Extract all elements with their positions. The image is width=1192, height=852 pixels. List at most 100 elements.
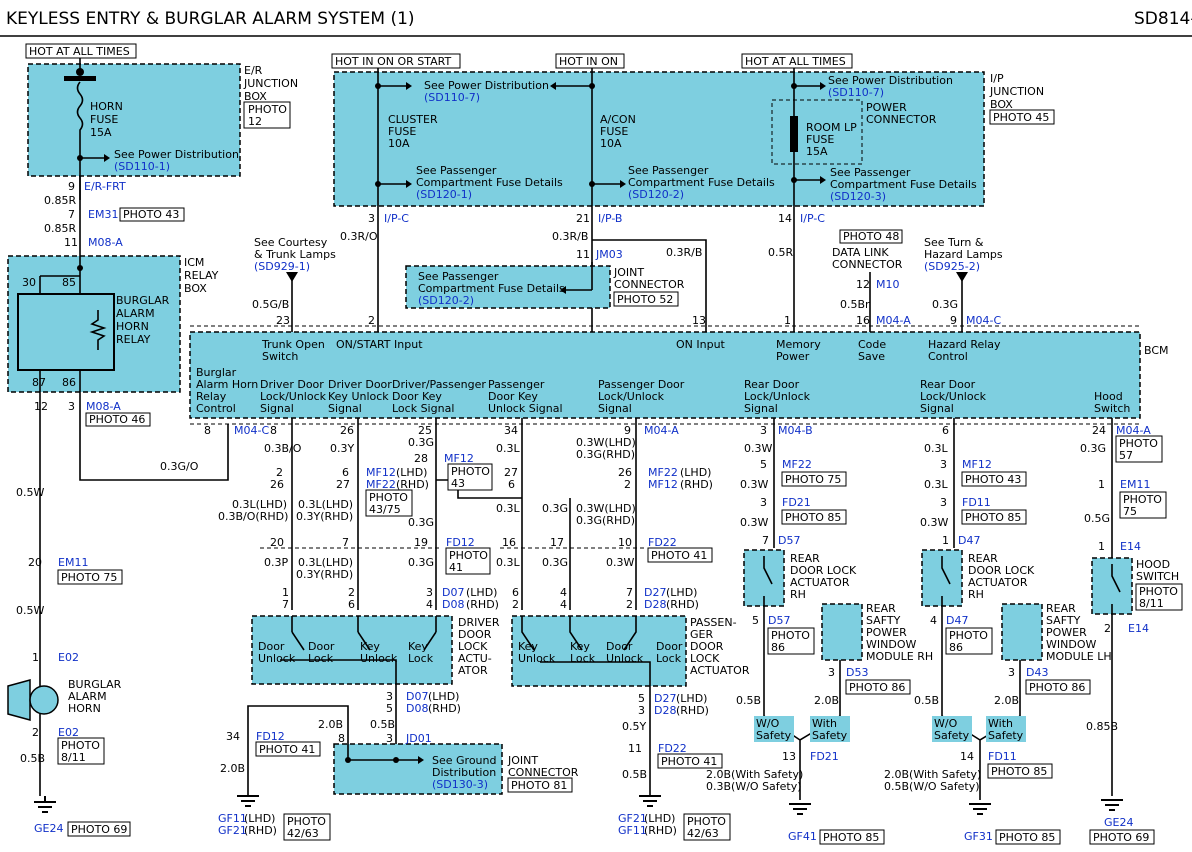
wire-03rb-2: 0.3R/B xyxy=(666,246,702,259)
mf22-rhd-suffix: (RHD) xyxy=(396,478,429,491)
horn-fuse-rating: 15A xyxy=(90,126,112,139)
fd-pin-19: 19 xyxy=(414,536,428,549)
rl-mod-3: POWER xyxy=(1046,626,1087,639)
fd-pin-20: 20 xyxy=(270,536,284,549)
rr-wire-05b: 0.5B xyxy=(736,694,761,707)
rl-act-2: DOOR LOCK xyxy=(968,564,1035,577)
e02-pin: 1 xyxy=(32,651,39,664)
hood-switch-icon xyxy=(1111,564,1121,614)
pdla-wire-05b: 0.5B xyxy=(622,768,647,781)
bcm-pd-key-1: Passenger xyxy=(488,378,545,391)
gf21-mid-lhd: (LHD) xyxy=(644,812,675,825)
rr-actuator-switch xyxy=(763,556,773,606)
m08a-connector: M08-A xyxy=(88,236,123,249)
dd-pin-2: 2 xyxy=(348,586,355,599)
pd-d27: D27 xyxy=(644,586,666,599)
rl-pin-3b: 3 xyxy=(940,496,947,509)
dw-pin-8: 8 xyxy=(270,424,277,437)
relay-label-4: RELAY xyxy=(116,333,151,346)
rr-act-4: RH xyxy=(790,588,806,601)
m04c-top-pin: 9 xyxy=(950,314,957,327)
rr-pin-5b: 5 xyxy=(752,614,759,627)
er-photo-label: PHOTO xyxy=(248,103,287,116)
icm-m08a: M08-A xyxy=(86,400,121,413)
rl-wire-03l-2: 0.3L xyxy=(924,478,948,491)
ge24-left: GE24 xyxy=(34,822,63,835)
rr-ws-2: Safety xyxy=(812,729,848,742)
bcm-pin-1: 1 xyxy=(784,314,791,327)
ground-icon xyxy=(34,796,56,813)
power-connector-2: CONNECTOR xyxy=(866,113,937,126)
dw-wire-03l-lhd-2: 0.3L(LHD) xyxy=(298,498,353,511)
bcm-hood-1: Hood xyxy=(1094,390,1123,403)
er-junction-box: HORN FUSE 15A See Power Distribution (SD… xyxy=(27,58,298,200)
rl-act-1: REAR xyxy=(968,552,998,565)
dd-pin-7: 7 xyxy=(282,598,289,611)
courtesy-line-1: See Courtesy xyxy=(254,236,328,249)
bcm-pd-lock-3: Signal xyxy=(598,402,632,415)
mf-photo-label: PHOTO xyxy=(369,491,408,504)
pw-wire-03l-d: 0.3L xyxy=(496,556,520,569)
dd-pin-6: 6 xyxy=(348,598,355,611)
pass-fuse-1a: See Passenger xyxy=(416,164,497,177)
rl-pin-1: 1 xyxy=(942,534,949,547)
bcm-dp-key-1: Driver/Passenger xyxy=(392,378,486,391)
pw-wire-03g-rhd-2: 0.3G(RHD) xyxy=(576,514,635,527)
bcm-burglar-3: Relay xyxy=(196,390,227,403)
ip-junction-box: See Power Distribution (SD110-7) See Pow… xyxy=(333,68,1055,332)
pdla-title-4: LOCK xyxy=(690,652,720,665)
jd01-joint-2: CONNECTOR xyxy=(508,766,579,779)
dw-wire-03g: 0.3G xyxy=(408,436,434,449)
rl-wire-03w: 0.3W xyxy=(920,516,948,529)
mf-pin-26: 26 xyxy=(270,478,284,491)
mf12-lhd: MF12 xyxy=(366,466,396,479)
pass-fuse-2a: See Passenger xyxy=(628,164,709,177)
rl-wire-05b: 0.5B xyxy=(914,694,939,707)
icm-title-1: ICM xyxy=(184,256,204,269)
jm03-ref: (SD120-2) xyxy=(418,294,474,307)
e02b-connector: E02 xyxy=(58,726,79,739)
er-box-title-3: BOX xyxy=(244,90,267,103)
rr-wo-1: W/O xyxy=(756,717,780,730)
rl-wire-03l: 0.3L xyxy=(924,442,948,455)
er-box-title-1: E/R xyxy=(244,64,263,77)
ddla-key-lock-2: Lock xyxy=(408,652,434,665)
ge24-left-photo: PHOTO 69 xyxy=(71,823,127,836)
dd-pin-4: 4 xyxy=(426,598,433,611)
rr-pin-5: 5 xyxy=(760,458,767,471)
hood-wire-03g: 0.3G xyxy=(1080,442,1106,455)
rl-pin-3: 3 xyxy=(940,458,947,471)
bcm-dd-key-2: Key Unlock xyxy=(328,390,389,403)
bcm-pd-key-2: Door Key xyxy=(488,390,538,403)
em11-connector: EM11 xyxy=(58,556,88,569)
bcm-memory-1: Memory xyxy=(776,338,821,351)
pd-pin-7: 7 xyxy=(626,586,633,599)
wire-085r-2: 0.85R xyxy=(44,222,76,235)
e02-connector: E02 xyxy=(58,651,79,664)
rl-gnd-wire-2: 0.5B(W/O Safety) xyxy=(884,780,980,793)
pdla-d28-rhd: (RHD) xyxy=(676,704,709,717)
dw-wire-03bo-rhd: 0.3B/O(RHD) xyxy=(218,510,288,523)
rr-pin-3: 3 xyxy=(760,424,767,437)
jm03-photo: PHOTO 52 xyxy=(617,293,673,306)
cluster-fuse-1: CLUSTER xyxy=(388,113,438,126)
jm03-joint-1: JOINT xyxy=(613,266,644,279)
hood-photo75-label: PHOTO xyxy=(1123,493,1162,506)
mf-pin-2: 2 xyxy=(276,466,283,479)
rr-wo-2: Safety xyxy=(756,729,792,742)
bcm-burglar-4: Control xyxy=(196,402,236,415)
fd22-photo: PHOTO 41 xyxy=(651,549,707,562)
dw-wire-03g-b: 0.3G xyxy=(408,516,434,529)
fd22-conn: FD22 xyxy=(648,536,677,549)
relay-label-3: HORN xyxy=(116,320,149,333)
pw-wire-03g-rhd: 0.3G(RHD) xyxy=(576,448,635,461)
bcm-code-2: Save xyxy=(858,350,885,363)
ip-conn-c-2: I/P-C xyxy=(800,212,825,225)
ground-icon xyxy=(639,795,661,807)
wire-05br: 0.5Br xyxy=(840,298,870,311)
ddla-title-1: DRIVER xyxy=(458,616,500,629)
bcm-pd-lock-2: Lock/Unlock xyxy=(598,390,665,403)
rl-actuator-switch xyxy=(941,556,951,606)
rr-mf22-photo: PHOTO 75 xyxy=(785,473,841,486)
rl-act-3: ACTUATOR xyxy=(968,576,1028,589)
